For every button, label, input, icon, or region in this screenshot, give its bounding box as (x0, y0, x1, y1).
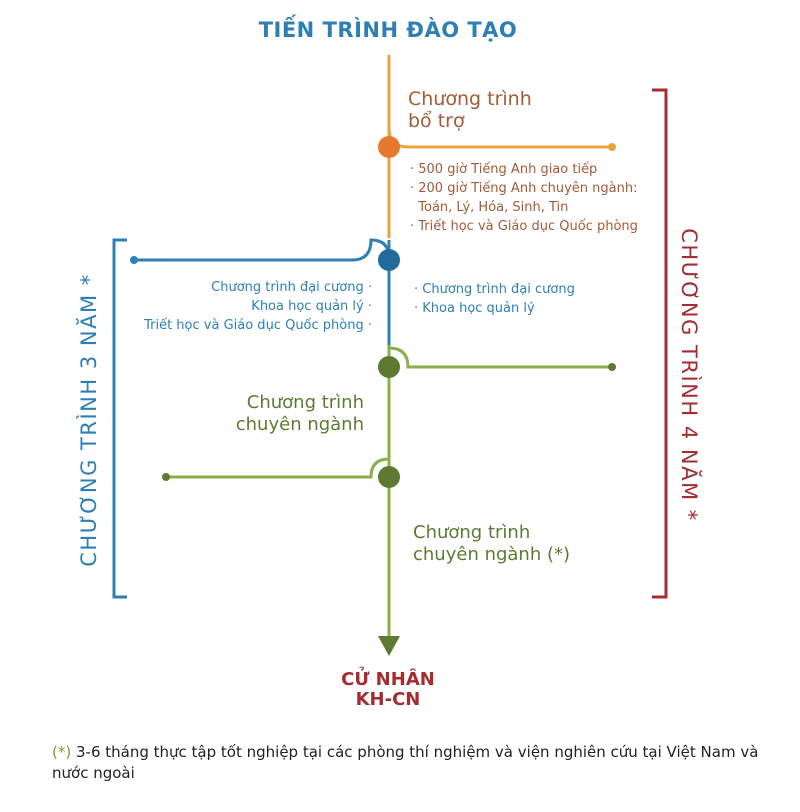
major-program-line: chuyên ngành (*) (413, 544, 571, 565)
blue-branch (134, 238, 391, 262)
footnote-text: 3-6 tháng thực tập tốt nghiệp tại các ph… (52, 743, 759, 782)
three-year-bracket (112, 238, 127, 599)
footnote-marker: (*) (52, 743, 72, 761)
four-year-bracket (652, 88, 668, 599)
blue-node (378, 249, 400, 271)
list-item: · Khoa học quản lý (414, 301, 535, 316)
three-year-general-list: Chương trình đại cương · Khoa học quản l… (144, 278, 372, 335)
four-year-general-list: · Chương trình đại cương · Khoa học quản… (414, 280, 575, 318)
list-item: Triết học và Giáo dục Quốc phòng · (144, 318, 372, 333)
list-item: · 500 giờ Tiếng Anh giao tiếp (410, 162, 598, 177)
footnote: (*) 3-6 tháng thực tập tốt nghiệp tại cá… (52, 742, 772, 784)
degree-label-line: KH-CN (355, 689, 421, 710)
support-program-heading: Chương trình bổ trợ (408, 88, 532, 132)
list-item: · 200 giờ Tiếng Anh chuyên ngành: (410, 181, 638, 196)
major-program-label: Chương trình chuyên ngành (236, 392, 364, 436)
green-branch-left (166, 457, 390, 479)
support-program-heading-line: Chương trình (408, 88, 532, 110)
down-arrow-icon (378, 636, 400, 656)
support-program-list: · 500 giờ Tiếng Anh giao tiếp · 200 giờ … (410, 160, 638, 236)
orange-node (378, 136, 400, 158)
major-program-internship-label: Chương trình chuyên ngành (*) (413, 522, 570, 566)
green-node-2 (378, 466, 400, 488)
major-program-line: Chương trình (413, 522, 531, 543)
degree-label: CỬ NHÂN KH-CN (0, 670, 776, 710)
blue-branch-end-dot (130, 256, 138, 264)
four-year-program-label: CHƯƠNG TRÌNH 4 NĂM * (677, 228, 701, 522)
support-program-heading-line: bổ trợ (408, 110, 465, 132)
major-program-line: Chương trình (246, 392, 364, 413)
major-program-line: chuyên ngành (235, 414, 364, 435)
list-item: Toán, Lý, Hóa, Sinh, Tin (410, 200, 569, 215)
green-node-1 (378, 356, 400, 378)
three-year-program-label: CHƯƠNG TRÌNH 3 NĂM * (77, 273, 101, 567)
green-branch-right (388, 346, 612, 369)
degree-label-line: CỬ NHÂN (341, 669, 435, 690)
orange-branch-end-dot (608, 143, 616, 151)
list-item: Khoa học quản lý · (251, 299, 372, 314)
list-item: Chương trình đại cương · (211, 280, 372, 295)
page-title: TIẾN TRÌNH ĐÀO TẠO (258, 18, 518, 42)
list-item: · Chương trình đại cương (414, 282, 575, 297)
list-item: · Triết học và Giáo dục Quốc phòng (410, 219, 638, 234)
green-branch-left-end-dot (162, 473, 170, 481)
green-branch-right-end-dot (608, 363, 616, 371)
